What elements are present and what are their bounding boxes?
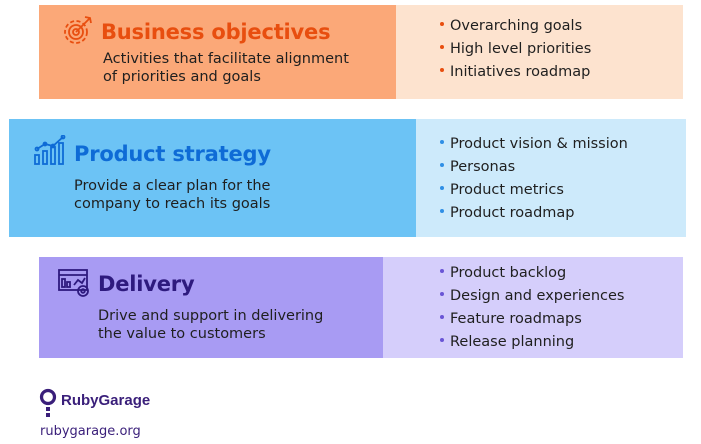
growth-chart-icon <box>33 134 67 169</box>
list-item: Initiatives roadmap <box>440 61 591 84</box>
product-strategy-details: Product vision & mission Personas Produc… <box>416 119 686 237</box>
bullet-dot-icon <box>440 186 444 190</box>
section-description: Drive and support in delivering the valu… <box>98 308 324 342</box>
bullet-dot-icon <box>440 338 444 342</box>
brand-url: rubygarage.org <box>40 424 141 439</box>
bullet-dot-icon <box>440 140 444 144</box>
product-strategy-summary: Product strategy Provide a clear plan fo… <box>9 119 416 237</box>
bullet-dot-icon <box>440 22 444 26</box>
section-description: Provide a clear plan for the company to … <box>74 178 271 212</box>
bullet-dot-icon <box>440 315 444 319</box>
bullet-list: Product backlog Design and experiences F… <box>440 262 624 354</box>
delivery-summary: Delivery Drive and support in delivering… <box>39 257 383 358</box>
list-item: Product roadmap <box>440 202 628 225</box>
business-objectives-panel: Business objectives Activities that faci… <box>39 5 683 99</box>
list-item: Release planning <box>440 331 624 354</box>
target-gear-icon <box>59 13 95 53</box>
list-item: Product metrics <box>440 179 628 202</box>
list-item: Product vision & mission <box>440 133 628 156</box>
list-item: Product backlog <box>440 262 624 285</box>
section-title: Business objectives <box>101 20 331 44</box>
dashboard-gear-icon <box>58 269 92 303</box>
bullet-dot-icon <box>440 209 444 213</box>
bullet-dot-icon <box>440 68 444 72</box>
bullet-dot-icon <box>440 163 444 167</box>
list-item: Feature roadmaps <box>440 308 624 331</box>
section-title: Product strategy <box>74 142 271 166</box>
bullet-list: Overarching goals High level priorities … <box>440 15 591 84</box>
product-strategy-panel: Product strategy Provide a clear plan fo… <box>9 119 686 237</box>
list-item: Personas <box>440 156 628 179</box>
delivery-panel: Delivery Drive and support in delivering… <box>39 257 683 358</box>
list-item: High level priorities <box>440 38 591 61</box>
list-item: Overarching goals <box>440 15 591 38</box>
business-objectives-summary: Business objectives Activities that faci… <box>39 5 396 99</box>
bullet-list: Product vision & mission Personas Produc… <box>440 133 628 225</box>
rubygarage-logo-icon <box>39 388 59 422</box>
delivery-details: Product backlog Design and experiences F… <box>383 257 683 358</box>
section-title: Delivery <box>98 272 195 296</box>
brand-name: RubyGarage <box>61 392 151 409</box>
bullet-dot-icon <box>440 45 444 49</box>
bullet-dot-icon <box>440 292 444 296</box>
business-objectives-details: Overarching goals High level priorities … <box>396 5 683 99</box>
bullet-dot-icon <box>440 269 444 273</box>
list-item: Design and experiences <box>440 285 624 308</box>
section-description: Activities that facilitate alignment of … <box>103 51 349 85</box>
